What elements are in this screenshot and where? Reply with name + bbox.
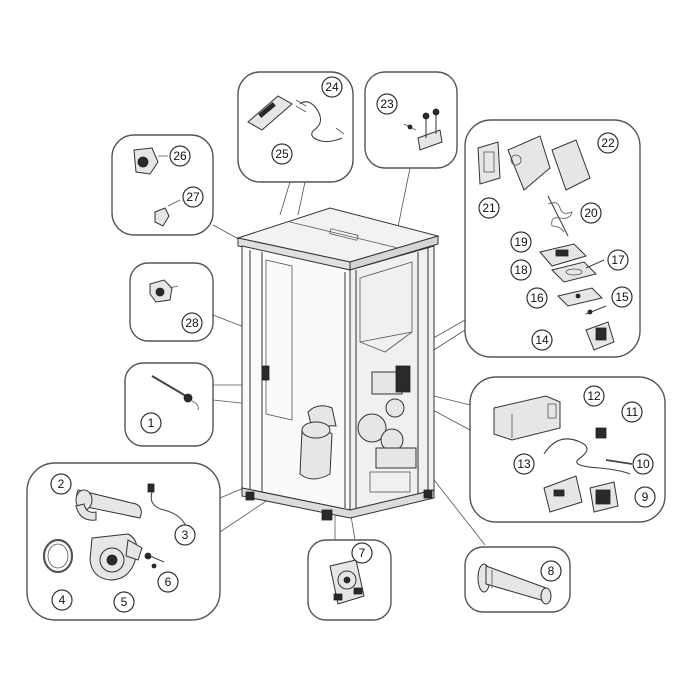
callout-7-label: 7 [359, 546, 366, 560]
callout-13: 13 [513, 453, 535, 475]
callout-10-label: 10 [636, 457, 650, 471]
callout-25-label: 25 [275, 147, 289, 161]
callout-22: 22 [597, 132, 619, 154]
parts-box-14-22 [464, 119, 641, 358]
callout-26: 26 [169, 145, 191, 167]
callout-28-label: 28 [185, 316, 199, 330]
boiler-unit [236, 207, 440, 521]
callout-10: 10 [632, 453, 654, 475]
callout-20: 20 [580, 202, 602, 224]
callout-3-label: 3 [182, 528, 189, 542]
callout-9: 9 [634, 486, 656, 508]
callout-7: 7 [351, 542, 373, 564]
callout-5: 5 [113, 591, 135, 613]
parts-box-9-13 [469, 376, 666, 523]
callout-1-label: 1 [148, 416, 155, 430]
callout-19: 19 [510, 231, 532, 253]
callout-16-label: 16 [530, 291, 544, 305]
callout-24: 24 [321, 76, 343, 98]
callout-28: 28 [181, 312, 203, 334]
callout-12: 12 [583, 385, 605, 407]
callout-21-label: 21 [482, 201, 496, 215]
callout-8: 8 [540, 560, 562, 582]
callout-27-label: 27 [186, 190, 200, 204]
callout-15: 15 [611, 286, 633, 308]
callout-21: 21 [478, 197, 500, 219]
callout-2-label: 2 [58, 477, 65, 491]
callout-15-label: 15 [615, 290, 629, 304]
callout-6: 6 [157, 571, 179, 593]
callout-19-label: 19 [514, 235, 528, 249]
callout-6-label: 6 [165, 575, 172, 589]
callout-11-label: 11 [626, 405, 639, 419]
parts-box-24-25 [237, 71, 354, 183]
callout-3: 3 [174, 524, 196, 546]
callout-23: 23 [376, 93, 398, 115]
callout-26-label: 26 [173, 149, 187, 163]
callout-20-label: 20 [584, 206, 598, 220]
callout-14-label: 14 [535, 333, 549, 347]
callout-25: 25 [271, 143, 293, 165]
parts-box-7 [307, 539, 392, 621]
callout-labels: 1 2 3 4 5 6 7 8 9 10 11 12 13 14 15 16 1… [50, 76, 656, 613]
callout-17-label: 17 [611, 253, 625, 267]
callout-11: 11 [621, 401, 643, 423]
callout-18-label: 18 [514, 263, 528, 277]
callout-22-label: 22 [601, 136, 615, 150]
callout-24-label: 24 [325, 80, 339, 94]
callout-4: 4 [51, 589, 73, 611]
callout-18: 18 [510, 259, 532, 281]
parts-box-23 [364, 71, 458, 169]
callout-13-label: 13 [517, 457, 531, 471]
callout-5-label: 5 [121, 595, 128, 609]
callout-27: 27 [182, 186, 204, 208]
parts-box-26-27 [111, 134, 214, 236]
parts-box-28 [129, 262, 214, 342]
callout-4-label: 4 [59, 593, 66, 607]
callout-16: 16 [526, 287, 548, 309]
parts-box-1 [124, 362, 214, 447]
callout-12-label: 12 [587, 389, 601, 403]
callout-8-label: 8 [548, 564, 555, 578]
callout-2: 2 [50, 473, 72, 495]
parts-box-8 [464, 546, 571, 613]
callout-1: 1 [140, 412, 162, 434]
callout-14: 14 [531, 329, 553, 351]
callout-23-label: 23 [380, 97, 394, 111]
callout-9-label: 9 [642, 490, 649, 504]
callout-17: 17 [607, 249, 629, 271]
